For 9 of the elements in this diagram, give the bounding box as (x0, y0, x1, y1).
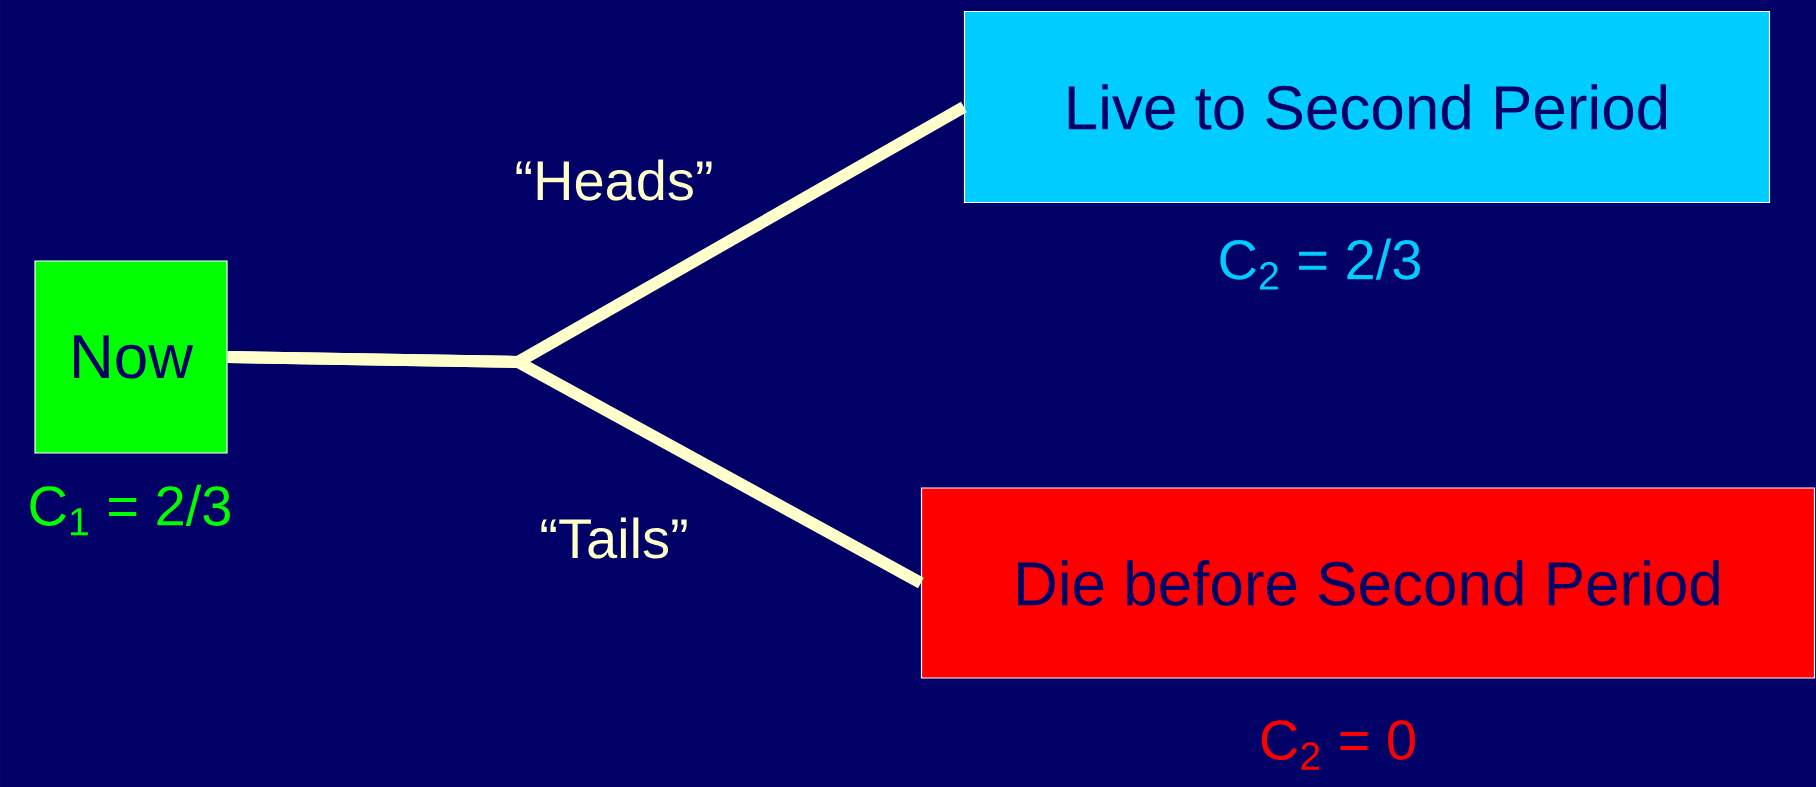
box: Live to Second Period (963, 10, 1771, 204)
edge-label: “Heads” (510, 155, 718, 205)
edge-label: “Tails” (535, 513, 693, 563)
branch-line (227, 351, 924, 589)
square-box: Now (34, 260, 228, 454)
value-label: C$_{2}$ = 0 (1261, 720, 1415, 770)
box: Die before Second Period (920, 487, 1816, 679)
value-label: C$_{2}$ = 2/3 (1220, 238, 1420, 290)
value-label: C$_{1}$ = 2/3 (30, 484, 230, 536)
